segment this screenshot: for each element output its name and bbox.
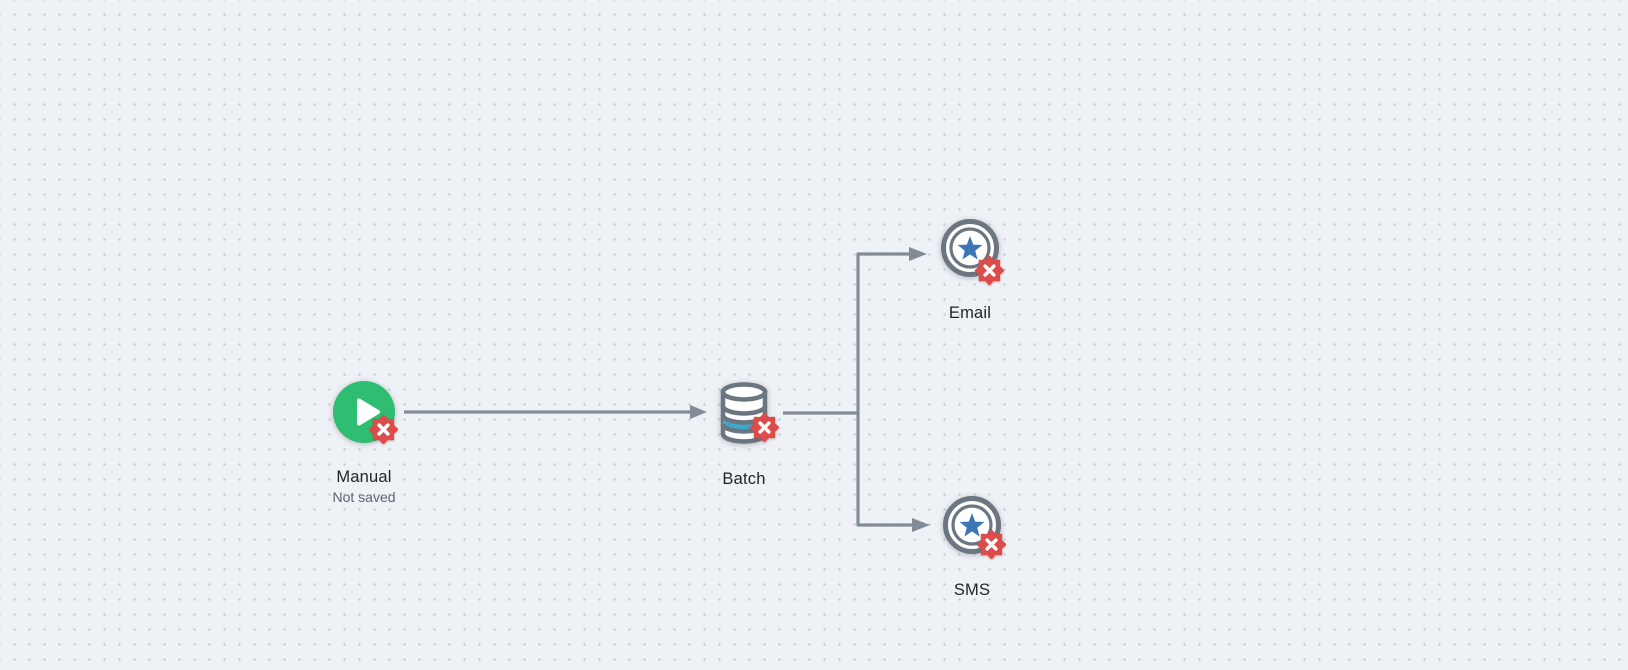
node-label-manual: Manual bbox=[336, 468, 392, 486]
node-email[interactable]: Email bbox=[938, 216, 1004, 322]
node-label-batch: Batch bbox=[722, 470, 766, 488]
node-sublabel-manual: Not saved bbox=[332, 489, 396, 505]
error-badge-icon bbox=[750, 413, 779, 442]
star-badge-icon bbox=[941, 219, 999, 277]
node-batch[interactable]: Batch bbox=[712, 382, 779, 488]
error-badge-icon bbox=[977, 530, 1006, 559]
node-label-email: Email bbox=[948, 304, 992, 322]
node-manual[interactable]: Manual Not saved bbox=[332, 380, 398, 505]
node-label-sms: SMS bbox=[953, 581, 991, 599]
error-badge-icon bbox=[369, 415, 398, 444]
arrowhead-batch bbox=[690, 405, 707, 419]
node-sms[interactable]: SMS bbox=[940, 493, 1006, 599]
error-badge-icon bbox=[975, 256, 1004, 285]
arrowhead-sms bbox=[912, 518, 930, 532]
connection-batch-branches bbox=[856, 252, 912, 527]
arrowhead-email bbox=[909, 247, 927, 261]
